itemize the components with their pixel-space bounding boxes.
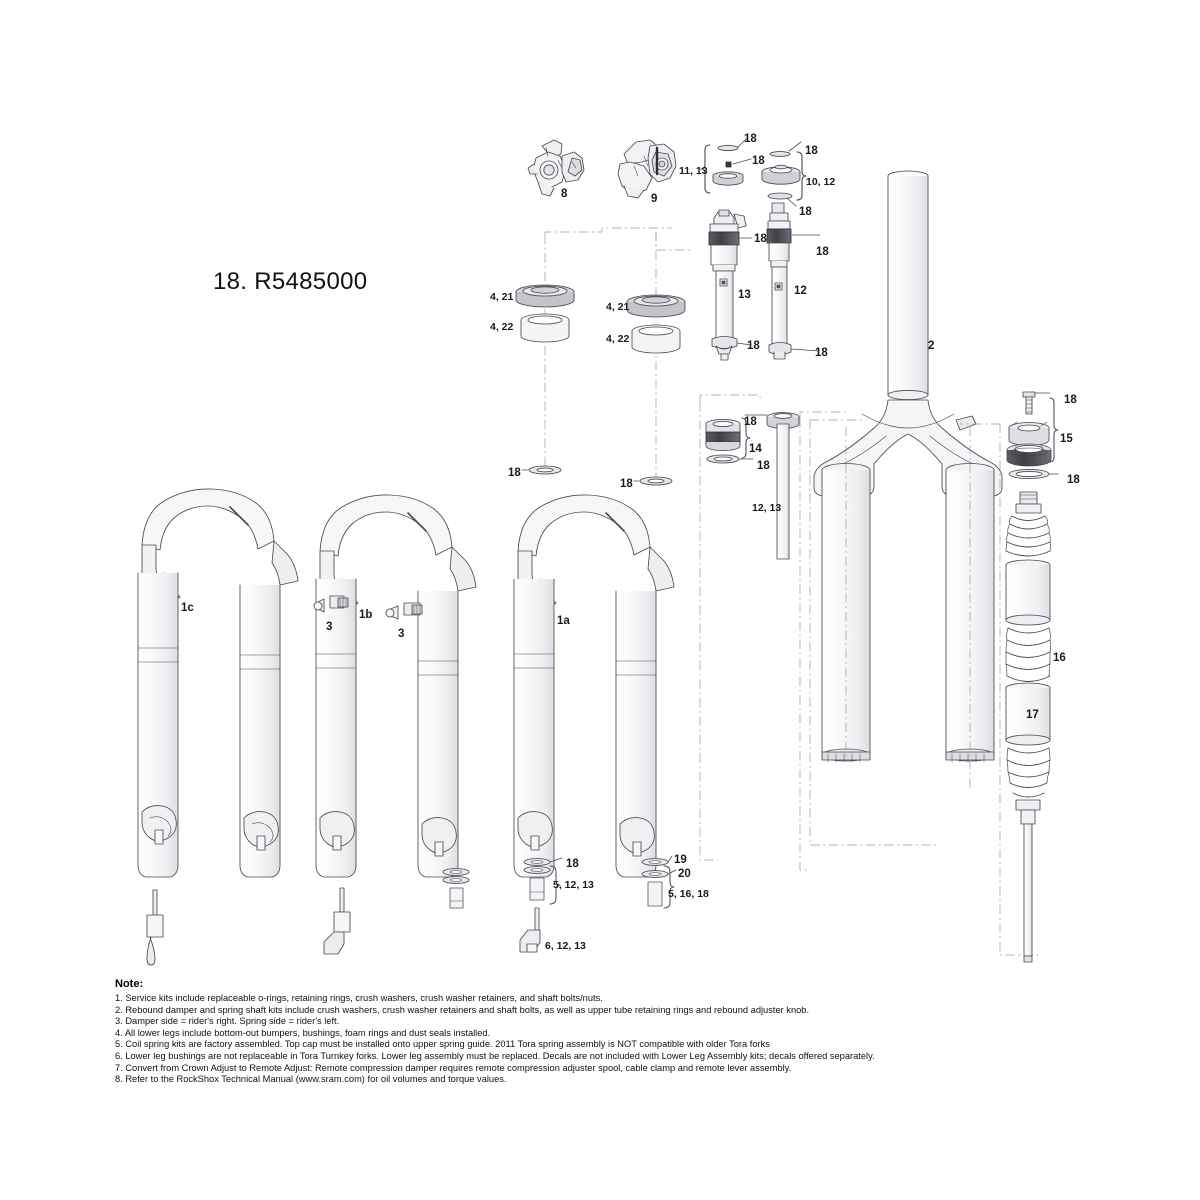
group-10-12 bbox=[761, 141, 807, 207]
bushing-stack-right bbox=[626, 231, 686, 486]
callout-12: 12 bbox=[794, 285, 807, 297]
note-line: 1. Service kits include replaceable o-ri… bbox=[115, 993, 603, 1003]
adjuster-spool-3-right bbox=[385, 602, 423, 620]
middle-coil bbox=[1005, 627, 1051, 682]
callout-5-12-13: 5, 12, 13 bbox=[553, 879, 594, 891]
callout-1b: 1b bbox=[359, 609, 373, 621]
notes-heading: Note: bbox=[115, 978, 144, 990]
bolt-kit-6-12-13 bbox=[519, 907, 541, 953]
callout-18-e: 18 bbox=[754, 233, 767, 245]
callout-4-21-b: 4, 21 bbox=[606, 301, 630, 313]
lower-coil bbox=[1006, 747, 1051, 798]
callout-18-o: 18 bbox=[566, 858, 579, 870]
callout-18-a: 18 bbox=[744, 133, 757, 145]
callout-16: 16 bbox=[1053, 652, 1066, 664]
note-line: 5. Coil spring kits are factory assemble… bbox=[115, 1039, 770, 1050]
callout-4-22-b: 4, 22 bbox=[606, 333, 630, 345]
callout-18-d: 18 bbox=[799, 206, 812, 218]
note-line: 4. All lower legs include bottom-out bum… bbox=[115, 1027, 491, 1038]
callout-18-j: 18 bbox=[620, 478, 633, 490]
cap-11 bbox=[712, 171, 744, 186]
adjuster-knob-14 bbox=[705, 418, 741, 452]
callout-18-k: 18 bbox=[744, 416, 757, 428]
callout-12-13: 12, 13 bbox=[752, 502, 782, 514]
lower-leg-1b bbox=[313, 494, 477, 878]
callout-4-21-a: 4, 21 bbox=[490, 291, 514, 303]
bolt-under-1c bbox=[146, 889, 164, 966]
callout-18-n: 18 bbox=[1067, 474, 1080, 486]
callout-14: 14 bbox=[749, 443, 762, 455]
lower-leg-1a bbox=[513, 494, 675, 878]
callout-8: 8 bbox=[561, 188, 568, 200]
callout-20: 20 bbox=[678, 868, 691, 880]
callout-10-12: 10, 12 bbox=[806, 176, 836, 188]
bushing-stack-left bbox=[515, 234, 575, 475]
seal-head-15 bbox=[1006, 443, 1052, 467]
callout-3-a: 3 bbox=[326, 621, 333, 633]
remote-lever-9 bbox=[617, 139, 677, 199]
callout-18-i: 18 bbox=[508, 467, 521, 479]
fork-assembly-2 bbox=[813, 170, 1003, 763]
note-line: 8. Refer to the RockShox Technical Manua… bbox=[115, 1074, 507, 1085]
cap-nut-15 bbox=[1008, 421, 1050, 446]
remote-lever-8 bbox=[527, 139, 585, 197]
spring-cartridge-12 bbox=[766, 202, 821, 360]
bushing-left bbox=[520, 313, 570, 343]
callout-13: 13 bbox=[738, 289, 751, 301]
notes-list: 1. Service kits include replaceable o-ri… bbox=[115, 993, 1065, 1086]
callout-18-b: 18 bbox=[752, 155, 765, 167]
washer-left bbox=[528, 465, 562, 475]
callout-6-12-13: 6, 12, 13 bbox=[545, 940, 586, 952]
shaft-12-13 bbox=[744, 412, 800, 560]
callout-4-22-a: 4, 22 bbox=[490, 321, 514, 333]
callout-17: 17 bbox=[1026, 709, 1039, 721]
damper-cartridge-13 bbox=[708, 209, 753, 361]
callout-9: 9 bbox=[651, 193, 658, 205]
coil-spring-assembly-16 bbox=[1005, 491, 1051, 963]
bolt-under-1b bbox=[323, 887, 351, 955]
lower-leg-1c bbox=[137, 488, 299, 878]
bushing-right bbox=[631, 324, 681, 354]
retaining-ring-right bbox=[626, 294, 686, 318]
callout-18-l: 18 bbox=[757, 460, 770, 472]
callout-11-13: 11, 13 bbox=[679, 165, 708, 177]
note-line: 7. Convert from Crown Adjust to Remote A… bbox=[115, 1062, 792, 1073]
callout-18-h: 18 bbox=[815, 347, 828, 359]
washer-right bbox=[639, 476, 673, 486]
page-title: 18. R5485000 bbox=[213, 268, 368, 295]
note-line: 3. Damper side = rider's right. Spring s… bbox=[115, 1016, 340, 1027]
callout-2: 2 bbox=[928, 340, 935, 352]
callout-19: 19 bbox=[674, 854, 687, 866]
callout-3-b: 3 bbox=[398, 628, 405, 640]
upper-coil bbox=[1005, 515, 1051, 557]
retaining-ring-left bbox=[515, 284, 575, 308]
notes-block: Note: 1. Service kits include replaceabl… bbox=[115, 978, 1065, 1086]
callout-18-c: 18 bbox=[805, 145, 818, 157]
adjuster-spool-3-left bbox=[313, 595, 349, 613]
callout-1c: 1c bbox=[181, 602, 194, 614]
bumper-stack-1b bbox=[442, 868, 470, 909]
group-15 bbox=[1006, 391, 1059, 480]
callout-18-f: 18 bbox=[816, 246, 829, 258]
callout-18-m: 18 bbox=[1064, 394, 1077, 406]
bolt-kit-19-20-5-16-18 bbox=[641, 855, 677, 909]
top-cap-10 bbox=[761, 164, 801, 185]
callout-15: 15 bbox=[1060, 433, 1073, 445]
note-line: 2. Rebound damper and spring shaft kits … bbox=[115, 1004, 810, 1015]
callout-5-16-18: 5, 16, 18 bbox=[668, 888, 709, 900]
note-line: 6. Lower leg bushings are not replaceabl… bbox=[115, 1050, 875, 1061]
callout-1a: 1a bbox=[557, 615, 570, 627]
callout-18-g: 18 bbox=[747, 340, 760, 352]
